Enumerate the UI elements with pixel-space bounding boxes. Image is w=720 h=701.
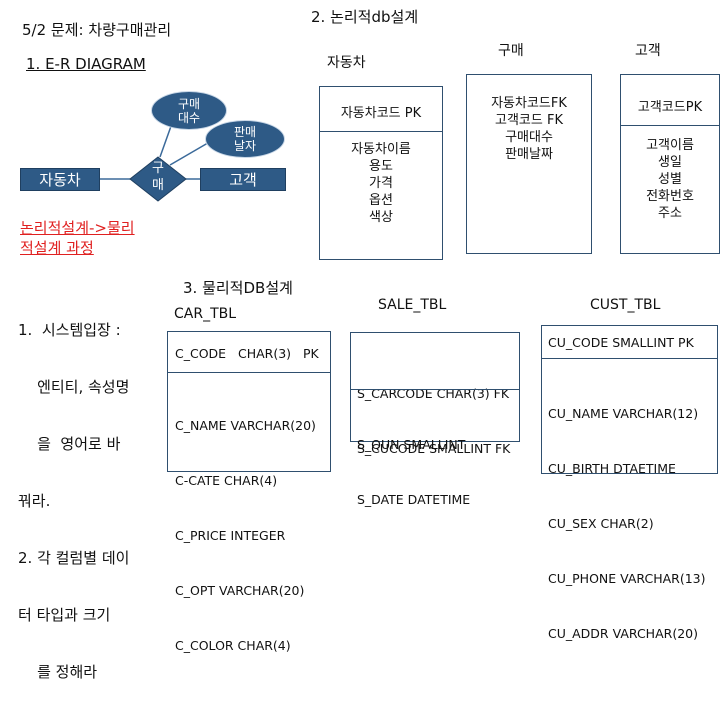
relationship-diamond [129, 156, 187, 202]
logical-purchase-table: 자동차코드FK 고객코드 FK 구매대수 판매날짜 [466, 74, 592, 254]
logical-purchase-attrs: 자동차코드FK 고객코드 FK 구매대수 판매날짜 [491, 96, 567, 162]
physical-cust-label: CUST_TBL [590, 297, 661, 313]
section-logical-design: 2. 논리적db설계 [311, 8, 419, 26]
logical-customer-label: 고객 [635, 43, 661, 59]
sale-tbl-columns: S_QUN SMALLINT S_DATE DATETIME [357, 437, 471, 507]
section-er-diagram: 1. E-R DIAGRAM [26, 55, 146, 73]
physical-car-label: CAR_TBL [174, 306, 237, 322]
logical-customer-attrs: 고객이름 생일 성별 전화번호 주소 [646, 138, 694, 221]
page-title: 5/2 문제: 차량구매관리 [22, 21, 172, 39]
er-relationship-label: 구 매 [152, 161, 164, 193]
logical-car-pk: 자동차코드 PK [340, 106, 422, 121]
logical-purchase-label: 구매 [498, 43, 524, 59]
conversion-note: 논리적설계->물리 적설계 과정 [20, 219, 135, 257]
logical-customer-table: 고객코드PK 고객이름 생일 성별 전화번호 주소 [620, 74, 720, 254]
steps-list: 1. 시스템입장 : 엔티티, 속성명 을 영어로 바 꿔라. 2. 각 컬럼별… [18, 321, 130, 681]
car-tbl-key: C_CODE CHAR(3) PK [175, 346, 319, 361]
physical-cust-table: CU_CODE SMALLINT PK CU_NAME VARCHAR(12) … [541, 325, 718, 641]
logical-car-label: 자동차 [327, 55, 366, 71]
er-entity-customer: 고객 [200, 168, 286, 191]
cust-tbl-columns: CU_NAME VARCHAR(12) CU_BIRTH DTAETIME CU… [548, 406, 706, 641]
logical-customer-pk: 고객코드PK [637, 100, 703, 115]
logical-car-table: 자동차코드 PK 자동차이름 용도 가격 옵션 색상 [319, 86, 443, 260]
cust-tbl-key: CU_CODE SMALLINT PK [548, 335, 694, 350]
physical-sale-label: SALE_TBL [378, 297, 447, 313]
section-physical-design: 3. 물리적DB설계 [183, 279, 293, 297]
er-entity-car: 자동차 [20, 168, 100, 191]
logical-car-attrs: 자동차이름 용도 가격 옵션 색상 [351, 142, 411, 225]
physical-sale-table: S_CARCODE CHAR(3) FK S_CUCODE SMALLINT F… [350, 332, 520, 507]
physical-car-table: C_CODE CHAR(3) PK C_NAME VARCHAR(20) C-C… [167, 331, 331, 653]
car-tbl-columns: C_NAME VARCHAR(20) C-CATE CHAR(4) C_PRIC… [175, 418, 316, 653]
